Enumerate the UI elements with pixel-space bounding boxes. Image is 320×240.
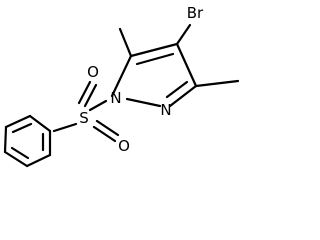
bond-c5-c4 <box>129 42 179 58</box>
bond-ph-c5-c6 <box>25 153 52 168</box>
bond-ph-double-1 <box>11 122 33 134</box>
bond-c4-c3 <box>175 42 198 88</box>
bond-c3-n2 <box>168 84 198 108</box>
bond-c4-br <box>175 23 192 46</box>
bond-s-o-top-a <box>77 80 92 105</box>
bond-ph-c2-c3 <box>4 114 32 129</box>
atom-label-sulfur: S <box>79 109 89 127</box>
atom-label-oxygen-top: O <box>87 63 99 81</box>
atom-label-nitrogen-1: N <box>110 89 121 107</box>
bond-n2-n1 <box>125 97 162 108</box>
bond-c5-c4-double <box>135 52 175 66</box>
bond-n1-c5 <box>110 54 133 98</box>
bond-ph-c1-c2 <box>28 114 52 133</box>
atom-label-oxygen-bottom: O <box>118 137 130 155</box>
bond-ph-c4-c5 <box>3 150 29 168</box>
bond-c5-methyl <box>118 27 133 58</box>
bond-s-phenyl <box>52 122 78 133</box>
bond-s-o-top-b <box>83 83 98 108</box>
bond-ph-double-2 <box>10 146 30 160</box>
atom-label-nitrogen-2: N <box>160 101 171 119</box>
bond-c3-n2-double <box>165 80 189 99</box>
bond-ph-c3-c4 <box>3 125 8 154</box>
bond-s-o-bottom-b <box>95 119 120 137</box>
chemical-structure: Br N N S O O <box>3 4 240 168</box>
bond-c3-methyl <box>194 79 240 88</box>
bond-s-o-bottom-a <box>92 125 117 143</box>
atom-label-bromine: Br <box>187 4 204 22</box>
bond-n1-s <box>88 99 108 112</box>
